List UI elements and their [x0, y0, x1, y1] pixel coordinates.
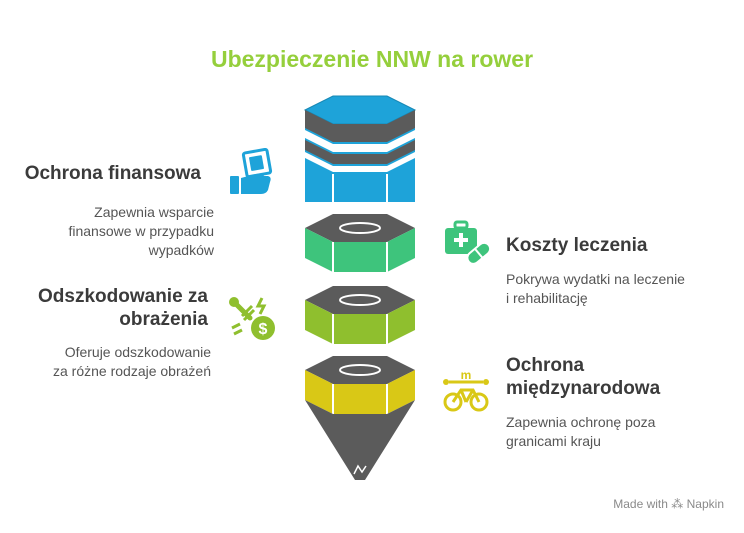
footer-brand: Napkin — [686, 497, 724, 511]
compensation-icon: $ — [229, 297, 275, 340]
medical-kit-pill-icon — [445, 220, 492, 265]
desc-line: granicami kraju — [506, 433, 601, 449]
footer-made-with: Made with — [613, 497, 668, 511]
desc-line: Pokrywa wydatki na leczenie — [506, 271, 685, 287]
heading-line: obrażenia — [119, 309, 208, 330]
heading-line: Odszkodowanie za — [38, 286, 208, 307]
bicycle-route-icon: m — [443, 368, 489, 412]
item-heading-financial: Ochrona finansowa — [24, 163, 201, 184]
desc-line: Zapewnia ochronę poza — [506, 414, 656, 430]
desc-line: finansowe w przypadku — [68, 223, 214, 239]
item-desc-medical: Pokrywa wydatki na leczenie i rehabilita… — [506, 270, 732, 308]
heading-line: Ochrona — [506, 355, 585, 376]
item-desc-international: Zapewnia ochronę poza granicami kraju — [506, 413, 732, 451]
heading-line: międzynarodowa — [506, 378, 661, 399]
napkin-logo-icon: ⁂ — [671, 497, 684, 511]
desc-line: za różne rodzaje obrażeń — [53, 363, 211, 379]
item-desc-compensation: Oferuje odszkodowanie za różne rodzaje o… — [20, 343, 211, 381]
page-title: Ubezpieczenie NNW na rower — [210, 46, 534, 72]
item-heading-compensation: Odszkodowanie za obrażenia — [20, 285, 208, 331]
svg-text:$: $ — [259, 321, 268, 338]
svg-text:m: m — [461, 368, 472, 382]
stack-layer-lime — [305, 286, 415, 344]
item-heading-medical: Koszty leczenia — [506, 235, 648, 256]
money-hand-icon — [230, 148, 273, 194]
desc-line: Zapewnia wsparcie — [94, 204, 214, 220]
made-with-napkin-footer: Made with ⁂ Napkin — [613, 497, 724, 511]
item-heading-international: Ochrona międzynarodowa — [506, 354, 726, 400]
desc-line: Oferuje odszkodowanie — [64, 344, 211, 360]
stack-layer-blue — [303, 95, 417, 202]
stack-layer-yellow — [305, 356, 415, 480]
desc-line: i rehabilitację — [506, 290, 588, 306]
item-desc-financial: Zapewnia wsparcie finansowe w przypadku … — [20, 203, 214, 260]
stack-layer-green — [305, 214, 415, 272]
desc-line: wypadków — [148, 242, 214, 258]
